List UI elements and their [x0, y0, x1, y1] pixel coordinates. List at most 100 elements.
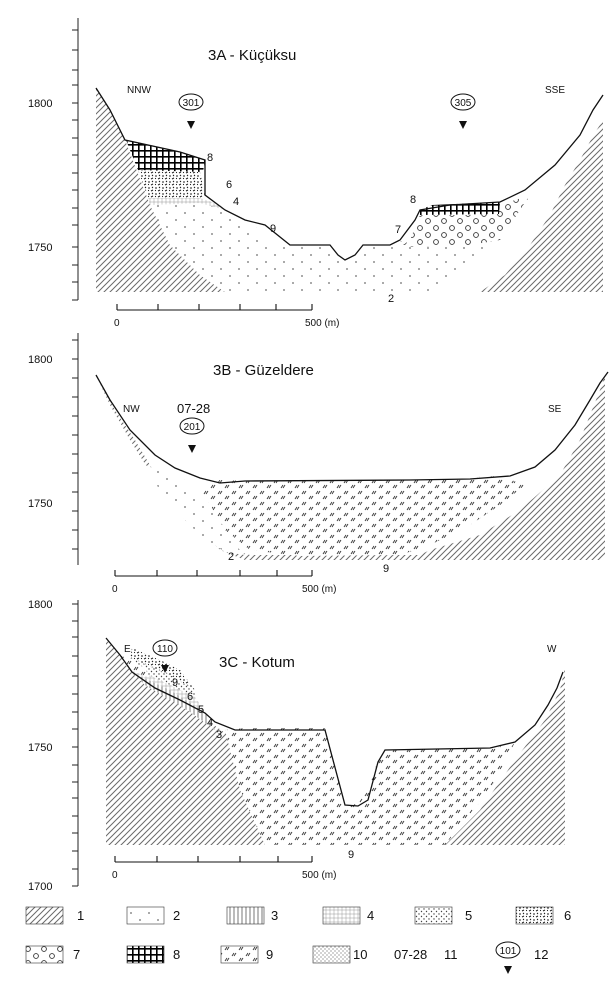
- panel-3c-unit-5: [134, 660, 195, 697]
- legend-label-12: 12: [534, 947, 548, 962]
- legend: 1 2 3 4 5 6 7 8 9 10 07-28 11 101 12: [25, 906, 571, 974]
- legend-label-4: 4: [367, 908, 374, 923]
- panel-3b-scale-zero: 0: [112, 584, 118, 595]
- panel-3c-title: 3C - Kotum: [219, 654, 295, 671]
- panel-3c-unit-9-left: [120, 655, 150, 678]
- panel-3a-scale-zero: 0: [114, 318, 120, 329]
- legend-label-9: 9: [266, 947, 273, 962]
- panel-3a-ytick-1800: 1800: [28, 98, 52, 110]
- panel-3a-unit-label-6: 6: [226, 179, 232, 191]
- panel-3b-scale-end: 500 (m): [302, 584, 336, 595]
- panel-3a-unit-label-2: 2: [388, 293, 394, 305]
- panel-3b-unit-label-2: 2: [228, 551, 234, 563]
- panel-3c-unit-label-4: 4: [207, 717, 213, 729]
- legend-site-marker: [495, 941, 521, 959]
- panel-3a-unit-label-4: 4: [233, 196, 239, 208]
- panel-3c-site-marker: [152, 639, 178, 657]
- panel-3a-left-direction: NNW: [127, 85, 151, 96]
- panel-3a-scale-end: 500 (m): [305, 318, 339, 329]
- panel-3a-unit-label-8-left: 8: [207, 152, 213, 164]
- legend-swatch-9: [220, 945, 259, 964]
- panel-3c-axis-ticks: [72, 603, 78, 887]
- panel-3b-site-label: 201: [184, 422, 201, 433]
- legend-swatch-2: [126, 906, 165, 925]
- panel-3a-site-arrow-2: [459, 121, 467, 129]
- panel-3b-terrain: [95, 371, 609, 484]
- panel-3a-site-label-1: 301: [183, 98, 200, 109]
- panel-3c-unit-6: [130, 648, 195, 690]
- panel-3b-site-arrow: [188, 445, 196, 453]
- panel-3a-site-arrow-1: [187, 121, 195, 129]
- legend-label-1: 1: [77, 908, 84, 923]
- legend-swatch-1: [25, 906, 64, 925]
- panel-3c-left-direction: E: [124, 644, 131, 655]
- legend-label-2: 2: [173, 908, 180, 923]
- panel-3b-axis-ticks: [72, 339, 78, 550]
- legend-label-5: 5: [465, 908, 472, 923]
- panel-3b-title: 3B - Güzeldere: [213, 362, 314, 379]
- panel-3c-ytick-1800: 1800: [28, 599, 52, 611]
- legend-label-8: 8: [173, 947, 180, 962]
- panel-3a-unit-6: [138, 170, 205, 198]
- panel-3a-axis-ticks: [72, 29, 78, 301]
- panel-3a-unit-label-8-right: 8: [410, 194, 416, 206]
- panel-3b-ytick-1800: 1800: [28, 354, 52, 366]
- legend-label-6: 6: [564, 908, 571, 923]
- panel-3a-scale-bar: [116, 304, 313, 311]
- panel-3c-site-arrow: [161, 665, 169, 673]
- panel-3b-ytick-1750: 1750: [28, 498, 52, 510]
- panel-3c-scale-end: 500 (m): [302, 870, 336, 881]
- legend-swatch-4: [322, 906, 361, 925]
- panel-3a-terrain: [95, 87, 604, 261]
- legend-swatch-3: [226, 906, 265, 925]
- panel-3c-unit-label-9-bottom: 9: [348, 849, 354, 861]
- panel-3c-terrain: [105, 637, 564, 807]
- panel-3a-site-label-2: 305: [455, 98, 472, 109]
- panel-3b-unit-label-9: 9: [383, 563, 389, 575]
- panel-3c-unit-label-5: 5: [198, 704, 204, 716]
- panel-3c-unit-4: [131, 668, 205, 712]
- panel-3a-unit-2: [150, 190, 548, 292]
- panel-3a-unit-7: [400, 195, 530, 247]
- panel-3c-unit-label-6: 6: [187, 691, 193, 703]
- panel-3b-site-marker: [179, 417, 205, 435]
- panel-3c-bedrock: [106, 638, 565, 845]
- legend-swatch-5: [414, 906, 453, 925]
- legend-swatch-8: [126, 945, 165, 964]
- panel-3b-left-direction: NW: [123, 404, 140, 415]
- legend-site-example: 101: [500, 946, 517, 957]
- legend-swatch-10: [312, 945, 351, 964]
- legend-label-11: 11: [444, 947, 458, 962]
- panel-3c-ytick-1700: 1700: [28, 881, 52, 893]
- panel-3c-right-direction: W: [547, 644, 557, 655]
- panel-3b-unit-9: [200, 476, 525, 556]
- panel-3c-scale-zero: 0: [112, 870, 118, 881]
- legend-label-7: 7: [73, 947, 80, 962]
- panel-3a-unit-8-right: [420, 202, 500, 215]
- panel-3b-unit-2: [145, 465, 245, 555]
- panel-3b: 1800 1750 3B - Güzeldere NW SE 07-28 201…: [28, 333, 609, 595]
- panel-3a-unit-8-left: [126, 140, 205, 172]
- panel-3a: 1800 1750 3A - Küçüksu NNW SSE 301 305 8…: [28, 18, 604, 329]
- panel-3b-bedrock: [96, 375, 605, 560]
- panel-3a-ytick-1750: 1750: [28, 242, 52, 254]
- panel-3c-unit-9: [225, 728, 515, 845]
- panel-3c-scale-bar: [114, 856, 313, 863]
- legend-swatch-7: [25, 945, 64, 964]
- panel-3c-unit-label-3: 3: [216, 729, 222, 741]
- panel-3c: 1800 1750 1700 3C - Kotum E W 110 9 6 5 …: [28, 599, 565, 893]
- legend-label-3: 3: [271, 908, 278, 923]
- panel-3c-ytick-1750: 1750: [28, 742, 52, 754]
- panel-3a-bedrock: [96, 88, 603, 292]
- panel-3a-site-marker-1: [178, 93, 204, 111]
- legend-site-arrow: [504, 966, 512, 974]
- legend-sample-code: 07-28: [394, 947, 427, 962]
- panel-3a-site-marker-2: [450, 93, 476, 111]
- legend-swatch-6: [515, 906, 554, 925]
- panel-3b-right-direction: SE: [548, 404, 562, 415]
- panel-3c-site-label: 110: [157, 644, 173, 655]
- panel-3a-right-direction: SSE: [545, 85, 565, 96]
- panel-3b-scale-bar: [114, 570, 313, 577]
- panel-3a-unit-4: [148, 198, 225, 210]
